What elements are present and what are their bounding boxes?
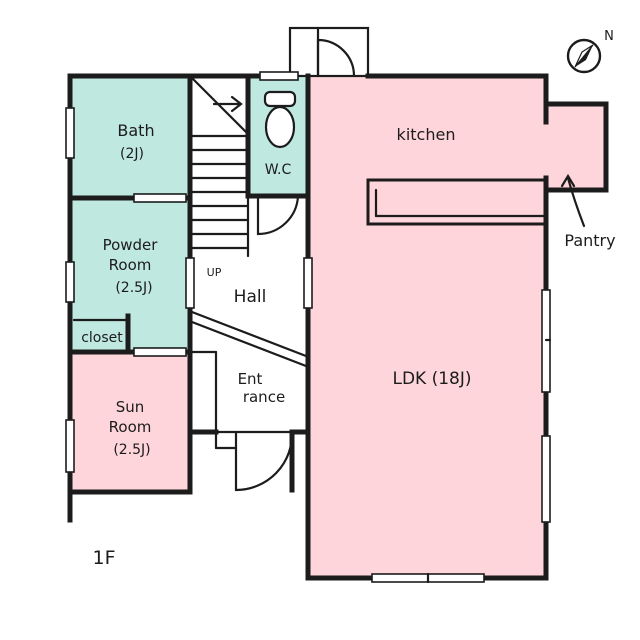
bath-size-label: (2J) (120, 146, 144, 162)
ldk-area[interactable] (308, 76, 546, 576)
interior-lines (72, 310, 308, 434)
entrance-door-swing[interactable] (234, 430, 294, 492)
wc-label: W.C (265, 162, 292, 178)
exterior-door-swing[interactable] (316, 38, 356, 78)
powder-room-label-2: Room (109, 256, 152, 274)
room-fills (72, 76, 606, 576)
window-powder-west[interactable] (65, 261, 75, 303)
sun-room-area[interactable] (72, 354, 190, 492)
sun-room-label-1: Sun (116, 398, 145, 416)
window-ldk-east-2[interactable] (541, 435, 551, 523)
compass-north-label: N (604, 29, 614, 44)
pantry-label: Pantry (564, 231, 615, 250)
toilet-icon (263, 90, 297, 149)
kitchen-counter[interactable] (366, 178, 548, 226)
closet-label: closet (81, 330, 123, 346)
sun-room-size-label: (2.5J) (113, 442, 150, 458)
window-bath-powder[interactable] (133, 193, 187, 203)
window-bath-west[interactable] (65, 107, 75, 159)
windows (65, 71, 552, 584)
window-powder-sun[interactable] (133, 347, 187, 357)
staircase[interactable] (190, 76, 250, 258)
window-wc-north[interactable] (259, 71, 299, 81)
wc-door-swing[interactable] (256, 194, 300, 236)
window-hall-ldk[interactable] (303, 257, 313, 309)
exterior-door-frame[interactable] (288, 26, 370, 78)
powder-room-size-label: (2.5J) (115, 280, 152, 296)
compass-icon: N (566, 29, 614, 74)
pantry-area[interactable] (546, 104, 606, 190)
pantry-pointer-arrow (560, 173, 586, 228)
powder-room-label-1: Powder (103, 236, 159, 254)
bath-label: Bath (117, 121, 154, 140)
ldk-label: LDK (18J) (392, 369, 471, 389)
window-powder-east[interactable] (185, 257, 195, 309)
window-sun-west[interactable] (65, 419, 75, 473)
hall-label: Hall (234, 287, 267, 307)
floor-label: 1F (92, 547, 115, 569)
bath-area[interactable] (72, 76, 190, 198)
powder-room-area[interactable] (72, 198, 190, 354)
entrance-label-1: Ent (238, 370, 263, 388)
stairs-direction-arrow (212, 95, 243, 113)
sun-room-label-2: Room (109, 418, 152, 436)
kitchen-label: kitchen (397, 125, 456, 144)
labels: Bath (2J) W.C Powder Room (2.5J) closet … (81, 121, 615, 569)
doors (214, 26, 370, 492)
entrance-label-2: rance (243, 388, 285, 406)
stairs-up-label: UP (207, 266, 222, 279)
